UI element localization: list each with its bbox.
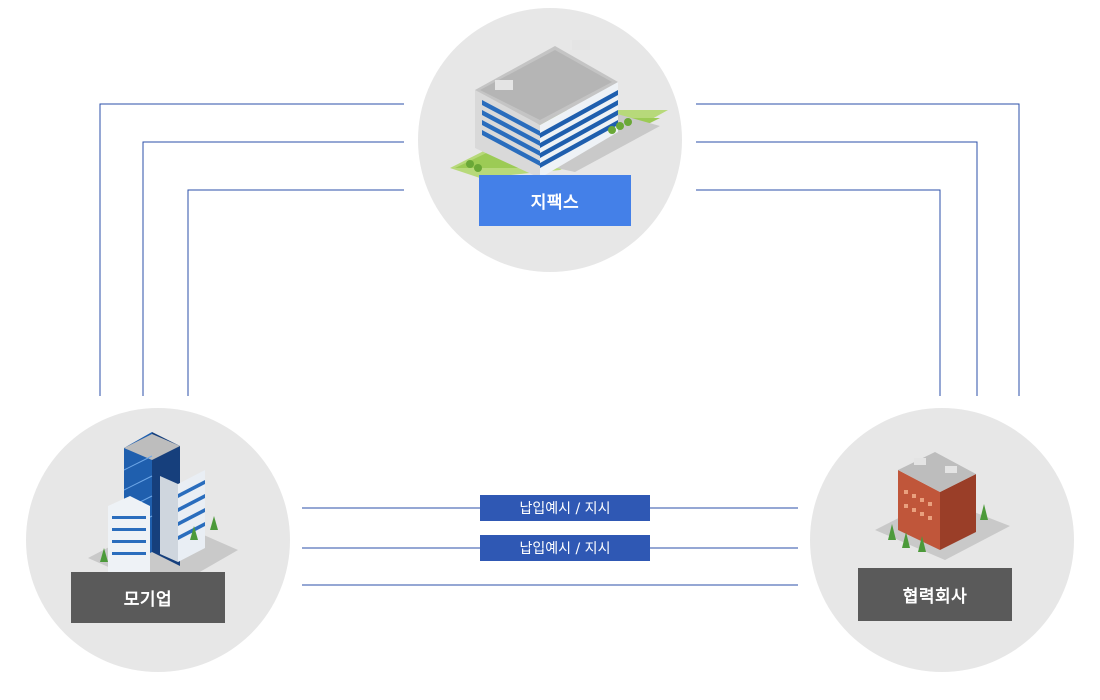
- connector-left-inner: [187, 189, 404, 396]
- connector-left-outer: [99, 103, 404, 396]
- partner-building-icon: [875, 452, 1010, 560]
- right-node-label: 협력회사: [858, 568, 1012, 621]
- flow-tag-2: 납입예시 / 지시: [480, 535, 650, 561]
- flow-tag-1: 납입예시 / 지시: [480, 495, 650, 521]
- left-node-label: 모기업: [71, 572, 225, 623]
- connector-right-outer: [696, 103, 1020, 396]
- connector-right-middle: [696, 141, 978, 396]
- top-node-label: 지팩스: [479, 175, 631, 226]
- office-building-icon: [450, 40, 668, 178]
- connector-right-inner: [696, 189, 941, 396]
- connector-left-middle: [142, 141, 404, 396]
